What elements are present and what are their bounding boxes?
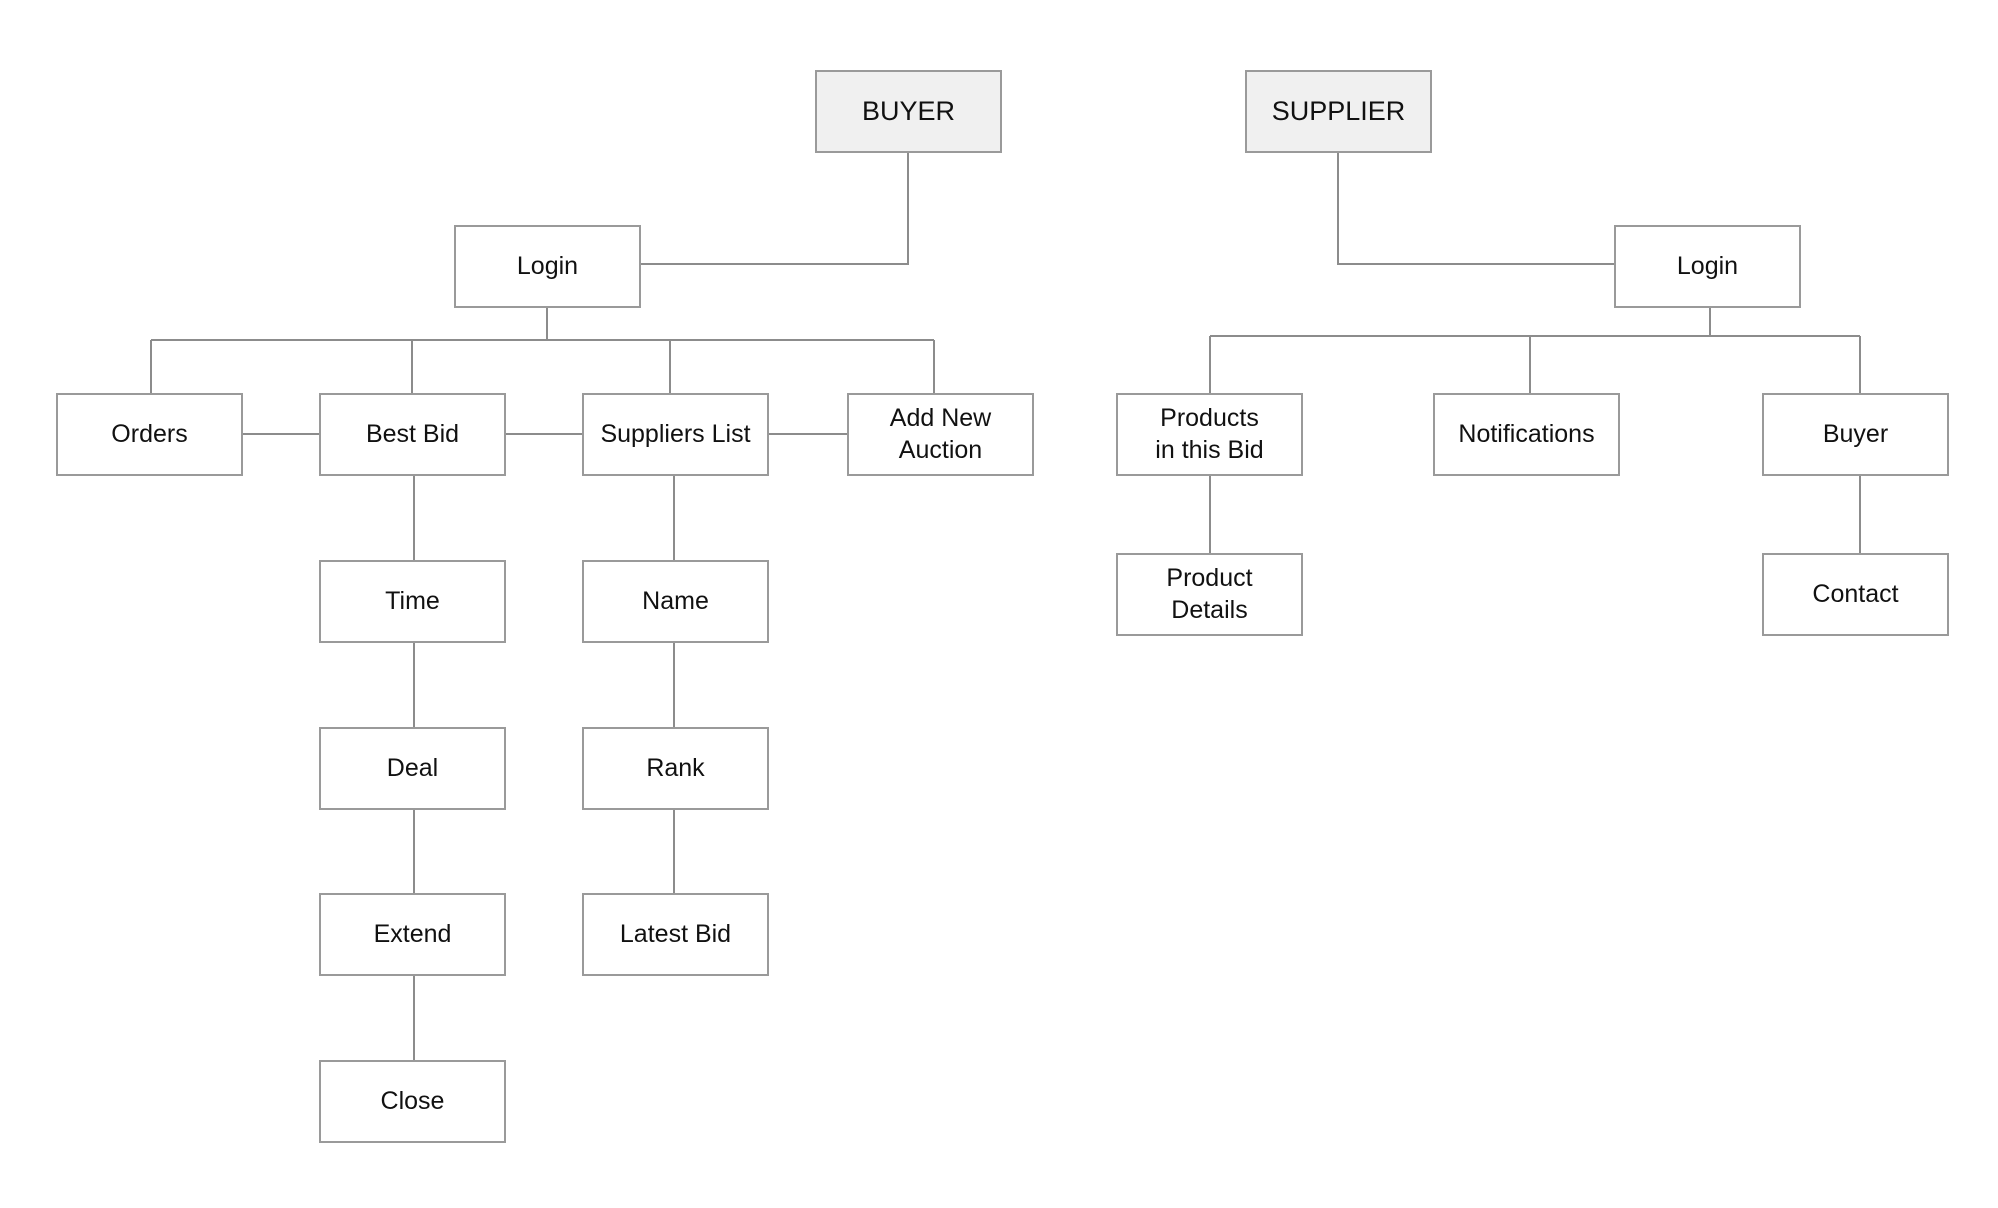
- suppliers-list-node: Suppliers List: [582, 393, 769, 476]
- extend-node: Extend: [319, 893, 506, 976]
- latest-bid-node: Latest Bid: [582, 893, 769, 976]
- products-in-bid-node: Products in this Bid: [1116, 393, 1303, 476]
- name-node: Name: [582, 560, 769, 643]
- buyer-login-label: Login: [516, 251, 579, 280]
- time-node: Time: [319, 560, 506, 643]
- contact-node: Contact: [1762, 553, 1949, 636]
- supplier-buyer-node: Buyer: [1762, 393, 1949, 476]
- name-label: Name: [642, 586, 709, 615]
- supplier-root-label: SUPPLIER: [1271, 95, 1406, 126]
- time-label: Time: [385, 586, 440, 615]
- supplier-login-label: Login: [1676, 251, 1739, 280]
- buyer-root-node: BUYER: [815, 70, 1002, 153]
- product-details-node: Product Details: [1116, 553, 1303, 636]
- best-bid-node: Best Bid: [319, 393, 506, 476]
- supplier-buyer-label: Buyer: [1822, 419, 1889, 448]
- close-node: Close: [319, 1060, 506, 1143]
- deal-label: Deal: [386, 753, 439, 782]
- product-details-label-line2: Details: [1171, 595, 1248, 624]
- connector-buyer-login: [641, 153, 909, 265]
- orders-label: Orders: [111, 419, 188, 448]
- add-new-auction-label-line1: Add New: [889, 404, 992, 433]
- extend-label: Extend: [373, 919, 452, 948]
- buyer-root-label: BUYER: [861, 95, 956, 126]
- product-details-label-line1: Product: [1166, 564, 1253, 593]
- notifications-node: Notifications: [1433, 393, 1620, 476]
- best-bid-label: Best Bid: [365, 419, 460, 448]
- close-label: Close: [380, 1086, 445, 1115]
- deal-node: Deal: [319, 727, 506, 810]
- orders-node: Orders: [56, 393, 243, 476]
- rank-label: Rank: [646, 753, 705, 782]
- add-new-auction-label-line2: Auction: [898, 435, 983, 464]
- add-new-auction-node: Add New Auction: [847, 393, 1034, 476]
- products-in-bid-label-line2: in this Bid: [1155, 435, 1264, 464]
- buyer-login-node: Login: [454, 225, 641, 308]
- latest-bid-label: Latest Bid: [619, 919, 732, 948]
- products-in-bid-label-line1: Products: [1160, 404, 1259, 433]
- rank-node: Rank: [582, 727, 769, 810]
- connector-supplier-login: [1337, 153, 1614, 265]
- contact-label: Contact: [1812, 579, 1899, 608]
- supplier-login-node: Login: [1614, 225, 1801, 308]
- notifications-label: Notifications: [1458, 419, 1595, 448]
- suppliers-list-label: Suppliers List: [600, 419, 751, 448]
- supplier-root-node: SUPPLIER: [1245, 70, 1432, 153]
